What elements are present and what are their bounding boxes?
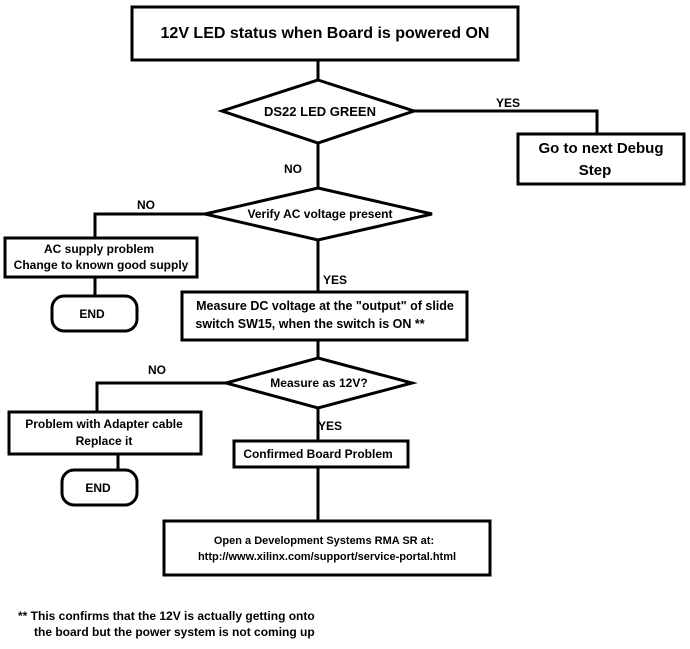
edge-label-no-led: NO <box>284 162 302 176</box>
footnote-line2: the board but the power system is not co… <box>34 625 315 639</box>
adapter-text-line2: Replace it <box>76 434 133 448</box>
title-box <box>130 5 520 62</box>
next-step-box <box>516 132 686 186</box>
ac-supply-text-line1: AC supply problem <box>44 242 154 256</box>
decision-ac-present <box>204 186 433 242</box>
ac-supply-text-line2: Change to known good supply <box>14 258 189 272</box>
rma-box <box>162 519 492 577</box>
edge-label-yes-12v: YES <box>318 419 342 433</box>
measure-dc-text-line2: switch SW15, when the switch is ON ** <box>195 317 424 331</box>
next-step-text-line1: Go to next Debug <box>539 140 664 157</box>
connector-ac-no <box>93 212 205 238</box>
connector-led-yes <box>414 109 599 134</box>
footnote-line1: ** This confirms that the 12V is actuall… <box>18 609 315 623</box>
footnote: ** This confirms that the 12V is actuall… <box>18 608 438 640</box>
decision-ac-present-text: Verify AC voltage present <box>248 207 393 221</box>
confirmed-problem-box <box>232 439 410 469</box>
decision-measure-12v <box>220 356 418 410</box>
measure-dc-box <box>180 290 469 342</box>
edge-label-yes-led: YES <box>496 96 520 110</box>
title-text: 12V LED status when Board is powered ON <box>161 25 490 42</box>
next-step-text-line2: Step <box>579 162 612 179</box>
connectors <box>93 60 599 521</box>
ac-supply-problem-box <box>3 236 199 279</box>
rma-text-line2: http://www.xilinx.com/support/service-po… <box>198 551 456 563</box>
edge-label-no-12v: NO <box>148 363 166 377</box>
measure-dc-text-line1: Measure DC voltage at the "output" of sl… <box>196 299 454 313</box>
adapter-problem-box <box>7 410 203 456</box>
end-terminal-2 <box>60 468 139 507</box>
connector-12v-no <box>95 381 226 412</box>
decision-measure-12v-text: Measure as 12V? <box>270 376 367 390</box>
end-terminal-1 <box>50 294 139 333</box>
edge-label-yes-ac: YES <box>323 273 347 287</box>
edge-label-no-ac: NO <box>137 198 155 212</box>
decision-led-green <box>217 78 419 145</box>
confirmed-problem-text: Confirmed Board Problem <box>243 447 392 461</box>
decision-led-green-text: DS22 LED GREEN <box>264 104 376 119</box>
rma-text-line1: Open a Development Systems RMA SR at: <box>214 535 434 547</box>
adapter-text-line1: Problem with Adapter cable <box>25 417 183 431</box>
end-terminal-1-text: END <box>79 307 105 321</box>
end-terminal-2-text: END <box>85 481 111 495</box>
